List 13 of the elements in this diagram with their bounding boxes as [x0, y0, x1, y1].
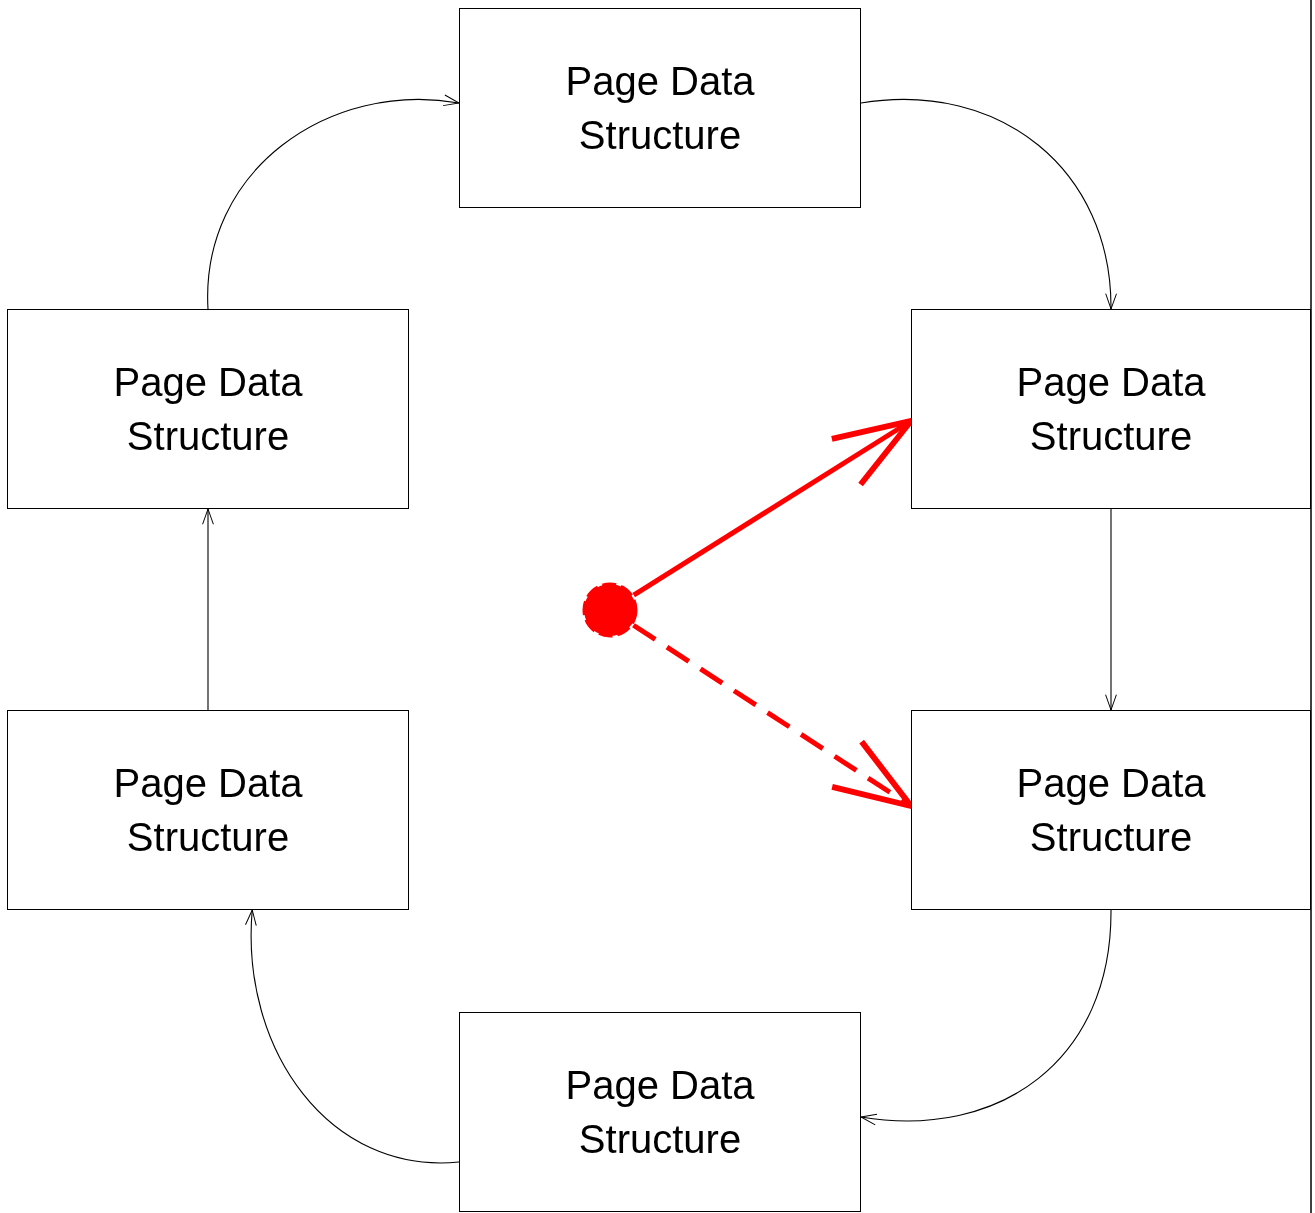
box-label: Page Data Structure — [1015, 760, 1207, 861]
box-label: Page Data Structure — [564, 58, 756, 159]
box-label: Page Data Structure — [1015, 359, 1207, 460]
box-label: Page Data Structure — [112, 760, 304, 861]
box-label: Page Data Structure — [112, 359, 304, 460]
process-box — [459, 1012, 861, 1212]
process-box — [911, 309, 1311, 509]
box-label: Page Data Structure — [564, 1062, 756, 1163]
process-box — [911, 710, 1311, 910]
process-box — [7, 309, 409, 509]
process-box — [459, 8, 861, 208]
circle-node — [582, 582, 638, 638]
process-box — [7, 710, 409, 910]
